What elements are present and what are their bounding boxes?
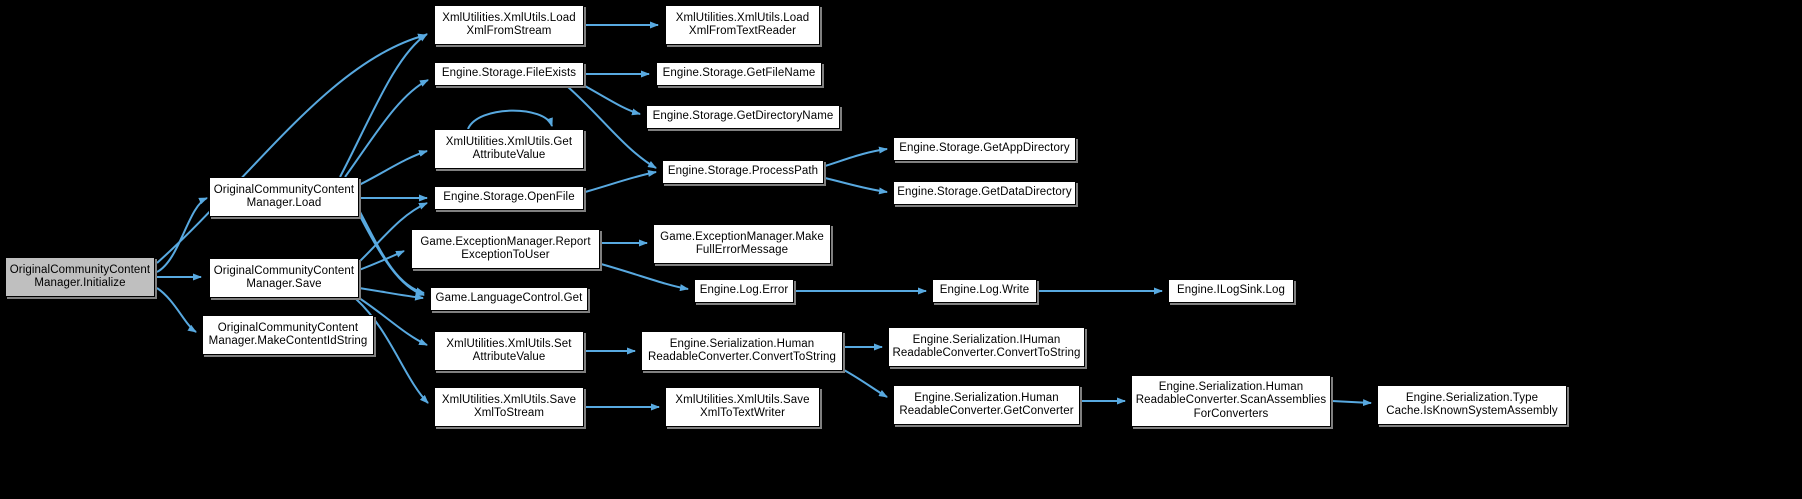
graph-node-n4[interactable]: XmlUtilities.XmlUtils.Load XmlFromStream <box>434 5 584 45</box>
graph-node-n10[interactable]: XmlUtilities.XmlUtils.Set AttributeValue <box>434 331 584 371</box>
graph-node-n5[interactable]: Engine.Storage.FileExists <box>434 62 584 86</box>
graph-node-label: XmlUtilities.XmlUtils.Save XmlToTextWrit… <box>675 393 810 420</box>
graph-node-label: Engine.Serialization.Human ReadableConve… <box>647 337 837 364</box>
graph-node-label: Engine.Storage.GetDataDirectory <box>897 186 1072 199</box>
graph-node-n18[interactable]: Engine.Serialization.Human ReadableConve… <box>641 331 843 371</box>
graph-node-label: XmlUtilities.XmlUtils.Load XmlFromTextRe… <box>675 11 810 38</box>
graph-node-n26[interactable]: Engine.Serialization.Human ReadableConve… <box>1131 375 1331 427</box>
graph-node-n27[interactable]: Engine.Serialization.Type Cache.IsKnownS… <box>1377 385 1567 425</box>
graph-node-label: Game.LanguageControl.Get <box>435 292 583 305</box>
graph-node-label: XmlUtilities.XmlUtils.Set AttributeValue <box>446 337 572 364</box>
graph-node-n16[interactable]: Game.ExceptionManager.Make FullErrorMess… <box>653 224 831 264</box>
graph-node-label: OriginalCommunityContent Manager.MakeCon… <box>208 321 368 348</box>
graph-edge-Load-to-LoadXmlFromStream <box>339 33 428 178</box>
graph-node-label: Game.ExceptionManager.Report ExceptionTo… <box>420 235 591 262</box>
graph-node-n3[interactable]: OriginalCommunityContent Manager.MakeCon… <box>202 315 374 355</box>
graph-edge-GetAttributeValue-self <box>467 109 553 130</box>
graph-edge-Save-to-LanguageControlGet <box>358 287 424 301</box>
graph-node-n2[interactable]: OriginalCommunityContent Manager.Save <box>209 258 359 298</box>
graph-node-label: OriginalCommunityContent Manager.Initial… <box>9 263 151 290</box>
graph-node-n12[interactable]: XmlUtilities.XmlUtils.Load XmlFromTextRe… <box>665 5 820 45</box>
graph-node-n25[interactable]: Engine.ILogSink.Log <box>1168 279 1294 303</box>
graph-edge-ProcessPath-to-GetDataDirectory <box>824 177 888 195</box>
graph-node-n21[interactable]: Engine.Storage.GetDataDirectory <box>893 181 1076 205</box>
graph-edge-Load-to-GetAttributeValue <box>358 150 428 186</box>
graph-node-n14[interactable]: Engine.Storage.GetDirectoryName <box>646 105 840 129</box>
graph-edge-Initialize-to-Load <box>156 197 208 273</box>
graph-edge-Save-to-ReportExceptionToUser <box>358 250 405 271</box>
graph-node-n17[interactable]: Engine.Log.Error <box>694 279 794 303</box>
graph-edge-Initialize-to-MakeContentIdString <box>156 287 197 333</box>
graph-edge-OpenFile-to-ProcessPath <box>584 170 657 193</box>
graph-node-label: Game.ExceptionManager.Make FullErrorMess… <box>660 230 824 257</box>
graph-node-label: XmlUtilities.XmlUtils.Get AttributeValue <box>445 135 573 162</box>
graph-node-label: Engine.Storage.GetAppDirectory <box>899 142 1070 155</box>
graph-node-label: Engine.Storage.GetFileName <box>662 67 816 80</box>
graph-node-n15[interactable]: Engine.Storage.ProcessPath <box>662 160 824 184</box>
graph-node-label: Engine.Serialization.IHuman ReadableConv… <box>892 333 1081 360</box>
graph-node-n0[interactable]: OriginalCommunityContent Manager.Initial… <box>5 257 155 297</box>
graph-node-n7[interactable]: Engine.Storage.OpenFile <box>434 186 584 210</box>
graph-edge-ProcessPath-to-GetAppDirectory <box>824 146 888 167</box>
graph-node-label: XmlUtilities.XmlUtils.Load XmlFromStream <box>442 11 576 38</box>
graph-node-label: Engine.Storage.OpenFile <box>443 191 575 204</box>
graph-node-n20[interactable]: Engine.Storage.GetAppDirectory <box>893 137 1076 161</box>
graph-node-n11[interactable]: XmlUtilities.XmlUtils.Save XmlToStream <box>434 387 584 427</box>
graph-edge-ScanAssembliesForConverters-to-IsKnownSystemAssembly <box>1331 399 1372 407</box>
graph-node-label: OriginalCommunityContent Manager.Save <box>213 264 355 291</box>
graph-node-n22[interactable]: Engine.Log.Write <box>932 279 1037 303</box>
graph-edge-Load-to-FileExists <box>344 79 429 178</box>
graph-node-n24[interactable]: Engine.Serialization.Human ReadableConve… <box>893 385 1080 425</box>
graph-node-label: Engine.Log.Write <box>939 284 1030 297</box>
graph-edge-FileExists-to-GetDirectoryName <box>584 85 641 116</box>
graph-node-n8[interactable]: Game.ExceptionManager.Report ExceptionTo… <box>411 229 600 269</box>
graph-node-label: Engine.ILogSink.Log <box>1176 284 1286 297</box>
graph-node-label: Engine.Log.Error <box>699 284 789 297</box>
graph-node-label: Engine.Serialization.Human ReadableConve… <box>899 391 1074 418</box>
graph-node-label: XmlUtilities.XmlUtils.Save XmlToStream <box>441 393 577 420</box>
graph-edge-ConvertToString-to-GetConverter <box>843 369 888 398</box>
graph-node-label: Engine.Storage.FileExists <box>441 67 577 80</box>
graph-node-n1[interactable]: OriginalCommunityContent Manager.Load <box>209 177 359 217</box>
graph-node-n6[interactable]: XmlUtilities.XmlUtils.Get AttributeValue <box>434 129 584 169</box>
graph-node-label: Engine.Serialization.Type Cache.IsKnownS… <box>1386 391 1558 418</box>
graph-edge-Initialize-to-LoadXmlFromStream <box>156 33 427 264</box>
graph-node-label: Engine.Serialization.Human ReadableConve… <box>1135 380 1327 420</box>
graph-edge-ReportExceptionToUser-to-LogError <box>600 263 689 292</box>
graph-node-n19[interactable]: XmlUtilities.XmlUtils.Save XmlToTextWrit… <box>665 387 820 427</box>
graph-node-n9[interactable]: Game.LanguageControl.Get <box>430 287 588 311</box>
graph-node-label: Engine.Storage.GetDirectoryName <box>652 110 834 123</box>
graph-node-n13[interactable]: Engine.Storage.GetFileName <box>656 62 822 86</box>
graph-node-label: Engine.Storage.ProcessPath <box>667 165 819 178</box>
graph-node-n23[interactable]: Engine.Serialization.IHuman ReadableConv… <box>888 327 1085 367</box>
graph-node-label: OriginalCommunityContent Manager.Load <box>213 183 355 210</box>
